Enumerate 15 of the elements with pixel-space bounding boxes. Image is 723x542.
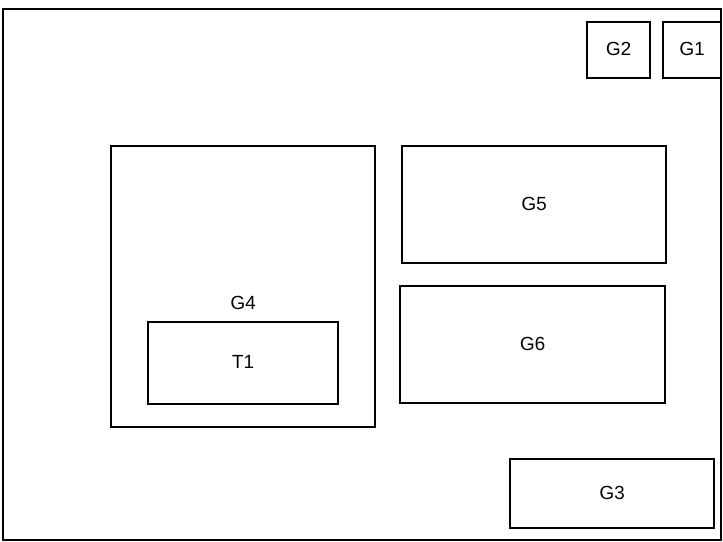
box-label: G4 xyxy=(229,293,257,315)
layout-box xyxy=(509,458,715,529)
frame-box xyxy=(2,8,722,541)
layout-box xyxy=(401,145,667,264)
box-label: G3 xyxy=(598,482,626,504)
layout-box xyxy=(662,21,722,79)
layout-box xyxy=(586,21,651,79)
layout-box xyxy=(110,145,376,428)
box-label: G6 xyxy=(518,334,546,356)
layout-box xyxy=(399,285,666,404)
box-label: G2 xyxy=(604,39,632,61)
box-label: G1 xyxy=(678,39,706,61)
box-label: G5 xyxy=(520,194,548,216)
box-label: T1 xyxy=(230,352,256,374)
layout-box xyxy=(147,321,339,405)
